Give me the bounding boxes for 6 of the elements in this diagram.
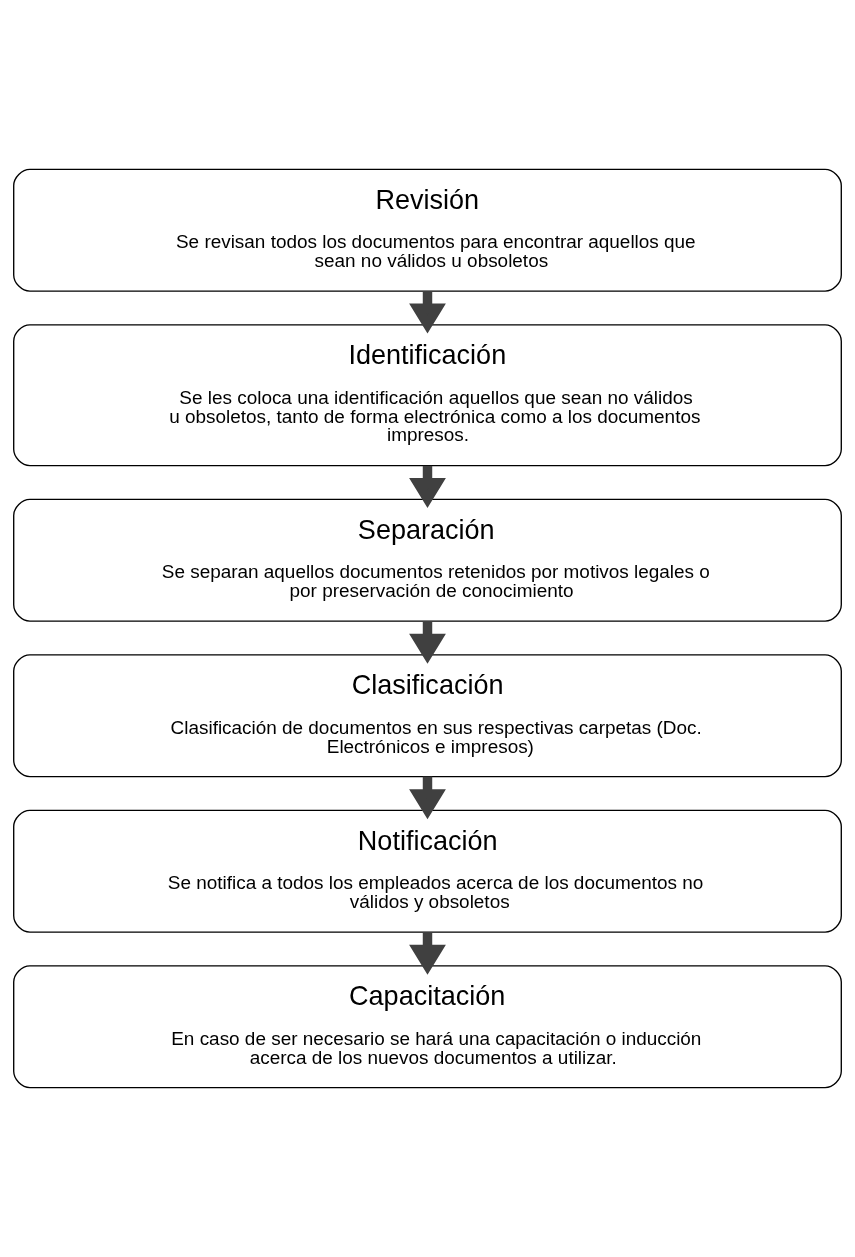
node-box: Notificación Se notifica a todos los empleados acerca de los documentos no válidos y obsoletos <box>13 809 842 933</box>
node-box: Revisión Se revisan todos los documentos para encontrar aquellos que sean no válidos u obsoletos <box>13 168 842 292</box>
node-box: Capacitación En caso de ser necesario se hará una capacitación o inducción acerca de los nuevos documentos a utilizar. <box>13 965 842 1089</box>
node-box: Clasificación Clasificación de documentos en sus respectivas carpetas (Doc. Electrónicos e impresos) <box>13 654 842 778</box>
node-box: Identificación Se les coloca una identificación aquellos que sean no válidos u obsoletos, tanto de forma electrónica como a los documentos impresos. <box>13 324 842 467</box>
node-box: Separación Se separan aquellos documentos retenidos por motivos legales o por preservación de conocimiento <box>13 498 842 622</box>
